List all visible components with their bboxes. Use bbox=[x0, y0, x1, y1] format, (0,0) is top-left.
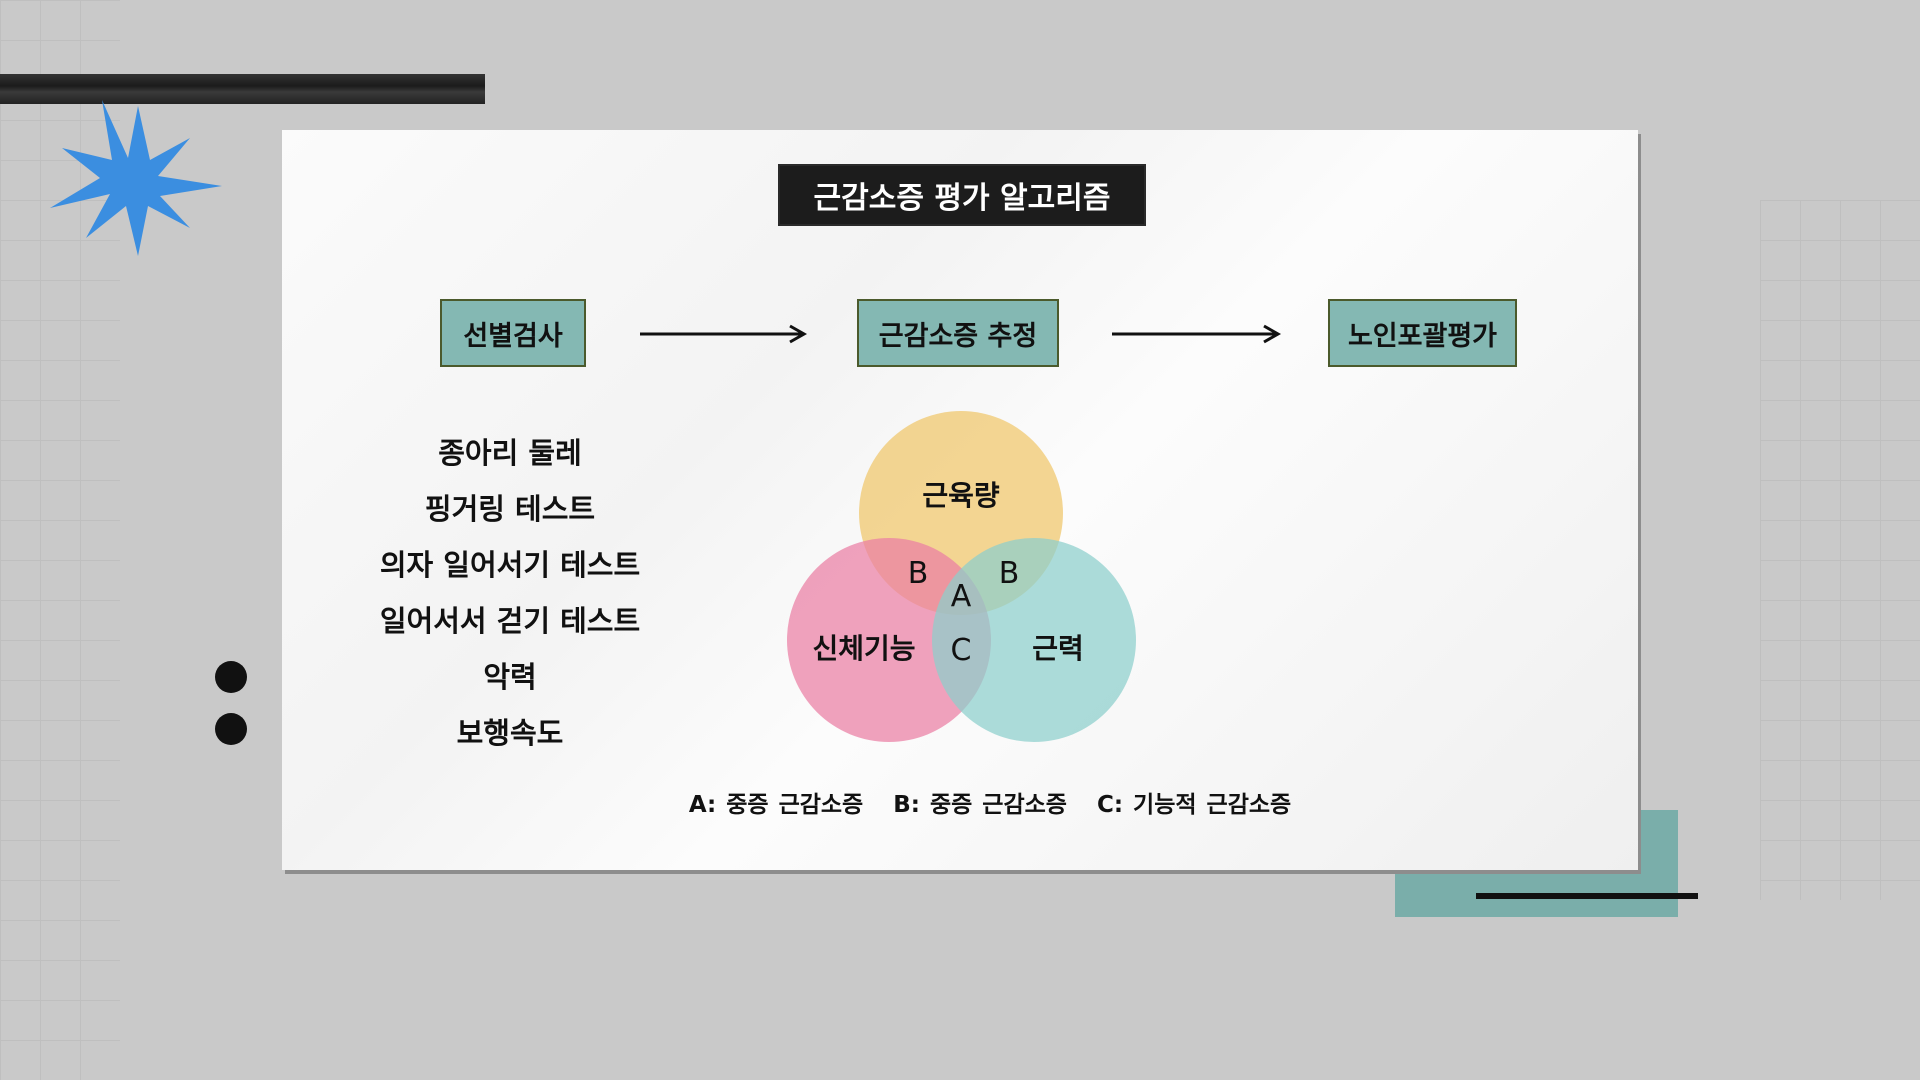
list-item: 보행속도 bbox=[456, 716, 564, 750]
circle-muscle-strength bbox=[932, 538, 1136, 742]
legend-a: A: 중증 근감소증 bbox=[688, 792, 864, 818]
venn-legend: A: 중증 근감소증 B: 중증 근감소증 C: 기능적 근감소증 bbox=[600, 785, 1380, 819]
list-item: 종아리 둘레 bbox=[438, 436, 582, 470]
diagram-title: 근감소증 평가 알고리즘 bbox=[780, 166, 1144, 224]
legend-b: B: 중증 근감소증 bbox=[893, 792, 1067, 818]
label-physical-function: 신체기능 bbox=[812, 632, 915, 665]
region-b-left: B bbox=[908, 556, 929, 591]
list-item: 악력 bbox=[483, 660, 537, 694]
step-screening: 선별검사 bbox=[440, 299, 586, 367]
list-item: 핑거링 테스트 bbox=[424, 492, 596, 526]
bullet-dot-2 bbox=[215, 713, 247, 745]
legend-c: C: 기능적 근감소증 bbox=[1096, 792, 1292, 818]
label-muscle-strength: 근력 bbox=[1032, 632, 1084, 665]
list-item: 일어서서 걷기 테스트 bbox=[379, 604, 641, 638]
background-grid-right bbox=[1760, 200, 1920, 900]
blue-star-icon bbox=[50, 100, 222, 256]
region-c-bottom: C bbox=[951, 633, 972, 668]
step-estimation: 근감소증 추정 bbox=[857, 299, 1059, 367]
region-a-center: A bbox=[951, 579, 972, 614]
label-muscle-mass: 근육량 bbox=[922, 479, 1000, 512]
step-comprehensive-assessment: 노인포괄평가 bbox=[1328, 299, 1517, 367]
decorative-top-bar bbox=[0, 74, 485, 104]
circle-physical-function bbox=[787, 538, 991, 742]
decorative-black-line bbox=[1476, 893, 1698, 899]
region-b-right: B bbox=[999, 556, 1020, 591]
bullet-dot-1 bbox=[215, 661, 247, 693]
list-item: 의자 일어서기 테스트 bbox=[379, 548, 641, 582]
screening-test-list: 종아리 둘레 핑거링 테스트 의자 일어서기 테스트 일어서서 걷기 테스트 악… bbox=[330, 425, 690, 761]
